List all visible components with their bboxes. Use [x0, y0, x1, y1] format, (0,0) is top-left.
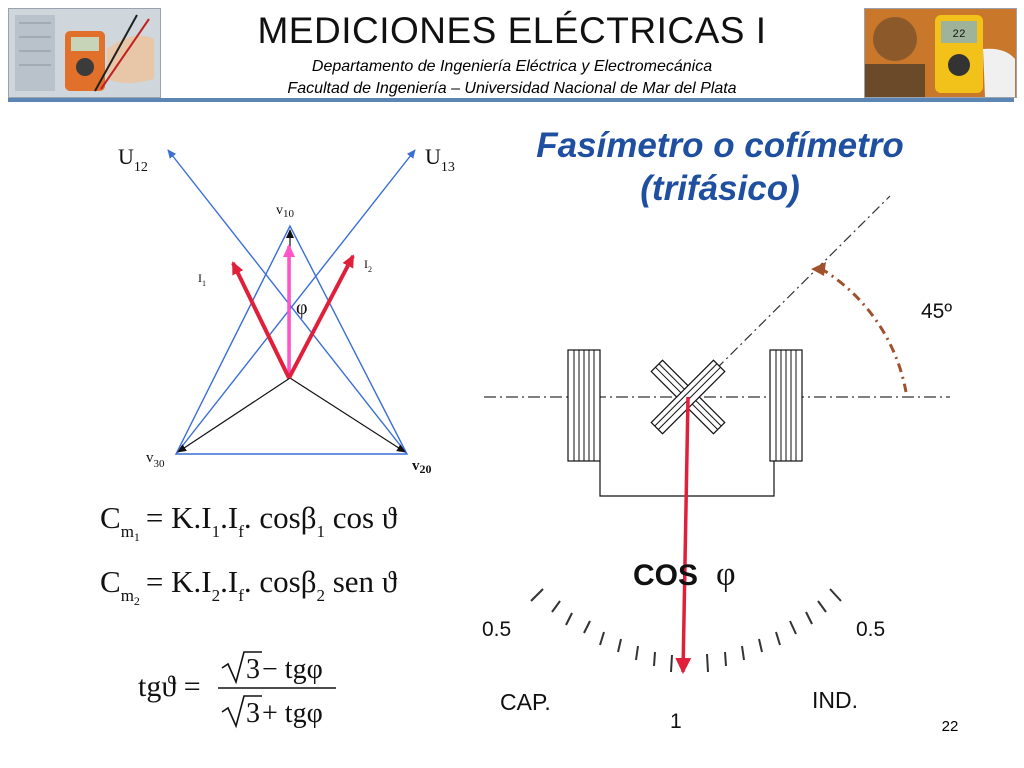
header-divider [8, 98, 1014, 102]
cos-phi-label: COS φ [633, 556, 736, 593]
i2-current-phasor [287, 254, 355, 379]
capacitive-label: CAP. [500, 689, 551, 715]
v20-phasor [289, 377, 406, 453]
numerator-radical [221, 651, 262, 685]
meter-scale-ticks [530, 588, 842, 673]
phasor-diagram: U12 U13 v10 v30 v20 I1 I2 φ [118, 144, 455, 476]
angle-arc-arrowhead [811, 262, 826, 276]
page-number: 22 [941, 718, 959, 735]
i1-label: I1 [198, 271, 206, 288]
main-title: MEDICIONES ELÉCTRICAS I [257, 10, 767, 51]
u12-label: U12 [118, 144, 148, 175]
svg-text:22: 22 [952, 29, 965, 41]
right-coil [769, 349, 803, 462]
v30-label: v30 [146, 450, 165, 470]
meter-pointer [675, 396, 692, 674]
cos-phi-symbol: φ [716, 556, 736, 593]
left-coil [567, 349, 601, 462]
angle-arc [819, 266, 908, 393]
department-subtitle: Departamento de Ingeniería Eléctrica y E… [311, 58, 713, 75]
slide-heading: Fasímetro o cofímetro (trifásico) [490, 124, 950, 210]
torque-equation-2: Cm2= K.I2.If. cosβ2 sen ϑ [100, 564, 398, 608]
slide-heading-line2: (trifásico) [640, 169, 800, 208]
torque-equation-1: Cm1= K.I1.If. cosβ1 cos ϑ [100, 500, 398, 544]
u13-label: U13 [425, 144, 455, 175]
v20-label: v20 [412, 458, 432, 476]
scale-left-value: 0.5 [482, 618, 511, 641]
inductive-label: IND. [812, 687, 858, 713]
slide-heading-line1: Fasímetro o cofímetro [536, 126, 904, 165]
header-photo-multimeter-right: 22 [864, 8, 1017, 98]
voltage-triangle [174, 224, 409, 455]
tangent-equation: tgϑ = 3 − tgφ 3 + tgφ [138, 651, 336, 729]
u13-phasor [175, 149, 416, 455]
scale-center-value: 1 [670, 710, 682, 733]
denominator-radical [221, 695, 262, 729]
v10-label: v10 [276, 203, 295, 220]
i1-current-phasor [231, 261, 291, 379]
faculty-subtitle: Facultad de Ingeniería – Universidad Nac… [287, 80, 737, 97]
power-factor-meter: 45º [482, 195, 952, 733]
cos-label: COS [633, 559, 698, 592]
numerator-radicand: 3 [246, 654, 260, 685]
denominator-radicand: 3 [246, 698, 260, 729]
tangent-lhs: tgϑ = [138, 670, 201, 703]
v30-phasor [177, 377, 291, 453]
numerator-rest: − tgφ [262, 654, 323, 685]
reference-45-line [687, 195, 891, 398]
scale-right-value: 0.5 [856, 618, 885, 641]
i2-label: I2 [364, 257, 372, 274]
denominator-rest: + tgφ [262, 698, 323, 729]
equations: Cm1= K.I1.If. cosβ1 cos ϑ Cm2= K.I2.If. … [100, 500, 398, 729]
angle-label: 45º [921, 300, 952, 323]
phi-angle-label: φ [296, 297, 308, 319]
header-photo-multimeter-left [8, 8, 161, 98]
